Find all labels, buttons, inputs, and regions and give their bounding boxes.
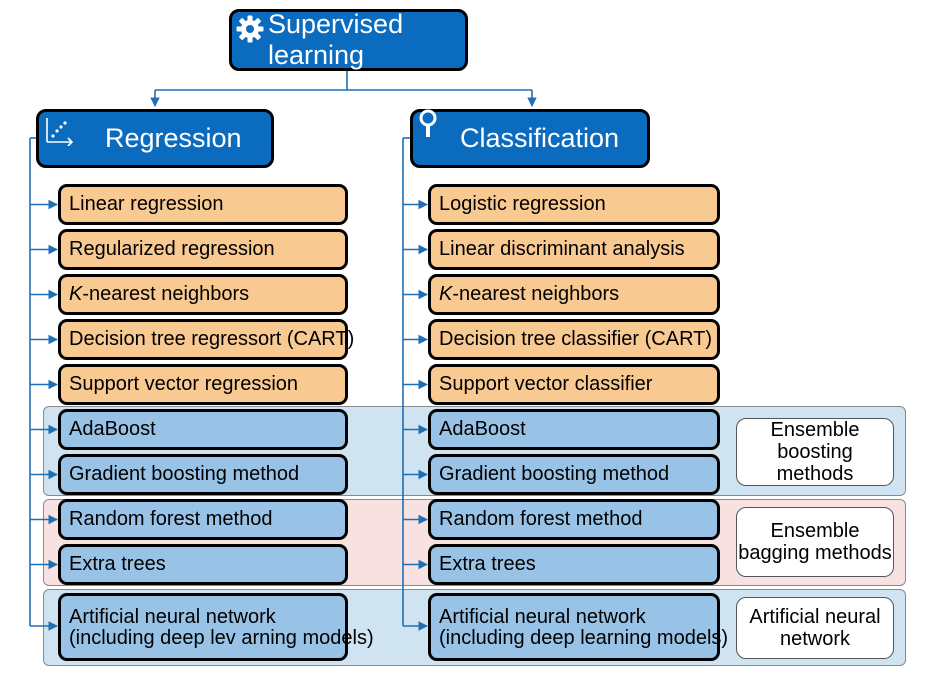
regression-method-support-vector-regression: Support vector regression (58, 364, 348, 405)
classification-method-neural-network: Artificial neural network (including dee… (428, 593, 728, 661)
classification-ann-line1: Artificial neural network (439, 606, 646, 628)
classification-method-decision-tree-classifier-cart: Decision tree classifier (CART) (428, 319, 720, 360)
classification-method-label: Decision tree classifier (CART) (439, 328, 713, 350)
bagging-label-line1: Ensemble (770, 520, 860, 542)
classification-method-adaboost: AdaBoost (428, 409, 720, 450)
gear-icon (236, 15, 264, 43)
regression-header: Regression (36, 109, 274, 168)
regression-method-label: Extra trees (69, 553, 166, 575)
classification-method-label: Logistic regression (439, 193, 606, 215)
regression-label: Regression (105, 123, 242, 153)
regression-method-gradient-boosting-method: Gradient boosting method (58, 454, 348, 495)
ann-label-line2: network (779, 628, 851, 650)
regression-ann-line1: Artificial neural network (69, 606, 276, 628)
ensemble-bagging-label: Ensemble bagging methods (736, 507, 894, 577)
classification-method-extra-trees: Extra trees (428, 544, 720, 585)
regression-method-label: Gradient boosting method (69, 463, 300, 485)
regression-method-random-forest-method: Random forest method (58, 499, 348, 540)
classification-method-k-letter: K (439, 283, 453, 305)
boosting-label-line1: Ensemble (770, 419, 860, 441)
magnifier-icon (419, 109, 437, 137)
regression-method-k-letter: K (69, 283, 83, 305)
regression-method-label: Decision tree regressort (CART) (69, 328, 355, 350)
bagging-label-line2: bagging methods (738, 542, 892, 564)
regression-method-label: Support vector regression (69, 373, 299, 395)
classification-header: Classification (410, 109, 650, 168)
classification-method-label: Random forest method (439, 508, 643, 530)
regression-method-extra-trees: Extra trees (58, 544, 348, 585)
boosting-label-line2: boosting methods (776, 441, 854, 485)
regression-method-label: Linear regression (69, 193, 224, 215)
supervised-learning-label: Supervised learning (268, 9, 404, 70)
classification-method-label: -nearest neighbors (452, 283, 620, 305)
regression-method-neural-network: Artificial neural network (including dee… (58, 593, 374, 661)
classification-method-label: Gradient boosting method (439, 463, 670, 485)
regression-method-label: -nearest neighbors (82, 283, 250, 305)
regression-method-regularized-regression: Regularized regression (58, 229, 348, 270)
scatter-chart-icon (46, 118, 74, 146)
classification-ann-line2: (including deep learning models) (439, 627, 729, 649)
classification-method-label: Support vector classifier (439, 373, 653, 395)
ensemble-boosting-label: Ensemble boosting methods (736, 418, 894, 486)
regression-method-adaboost: AdaBoost (58, 409, 348, 450)
classification-method-label: AdaBoost (439, 418, 526, 440)
classification-method-support-vector-classifier: Support vector classifier (428, 364, 720, 405)
classification-method-label: Linear discriminant analysis (439, 238, 685, 260)
classification-method-label: Extra trees (439, 553, 536, 575)
regression-method-label: AdaBoost (69, 418, 156, 440)
classification-label: Classification (460, 123, 620, 153)
classification-method-random-forest-method: Random forest method (428, 499, 720, 540)
supervised-learning-header: Supervised learning (229, 9, 468, 71)
regression-method-decision-tree-regressort-cart: Decision tree regressort (CART) (58, 319, 354, 360)
regression-method-k-nearest-neighbors: K-nearest neighbors (58, 274, 348, 315)
classification-method-gradient-boosting-method: Gradient boosting method (428, 454, 720, 495)
regression-method-label: Regularized regression (69, 238, 275, 260)
classification-method-k-nearest-neighbors: K-nearest neighbors (428, 274, 720, 315)
regression-ann-line2: (including deep lev arning models) (69, 627, 374, 649)
regression-method-linear-regression: Linear regression (58, 184, 348, 225)
classification-method-logistic-regression: Logistic regression (428, 184, 720, 225)
classification-method-linear-discriminant-analysis: Linear discriminant analysis (428, 229, 720, 270)
regression-method-label: Random forest method (69, 508, 273, 530)
neural-network-label: Artificial neural network (736, 597, 894, 659)
ann-label-line1: Artificial neural (749, 606, 881, 628)
